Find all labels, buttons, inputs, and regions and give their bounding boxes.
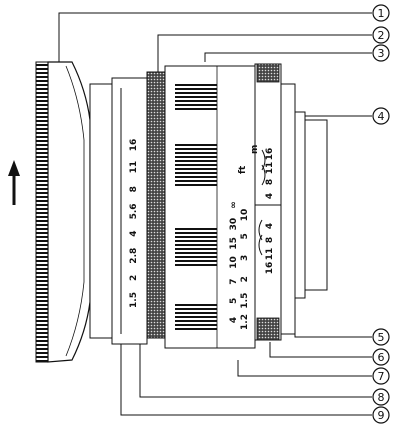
dof-upper-value: 11 <box>265 162 275 175</box>
callout-number: 7 <box>378 370 385 383</box>
aperture-value: 11 <box>129 161 139 174</box>
leader-1 <box>58 12 372 62</box>
up-arrow-icon <box>8 160 20 205</box>
callout-number: 2 <box>378 29 385 42</box>
callout-7: 7 <box>372 367 390 385</box>
grip-pad <box>175 302 217 332</box>
callout-number: 5 <box>378 331 385 344</box>
distance-m-value: 2 <box>240 276 250 282</box>
leader-8 <box>139 338 372 398</box>
grip-pad <box>175 142 217 188</box>
callout-9: 9 <box>372 406 390 424</box>
rear-mount <box>280 83 328 335</box>
distance-ft-value: 15 <box>229 237 239 250</box>
dof-lower-value: 4 <box>265 223 275 229</box>
aperture-value: 1.5 <box>129 292 139 308</box>
callout-6: 6 <box>372 348 390 366</box>
distance-ft-value: 10 <box>229 256 239 269</box>
distance-m-value: 10 <box>240 209 250 222</box>
distance-ft-value: 5 <box>229 298 239 304</box>
leader-3 <box>204 52 372 62</box>
dof-upper-value: 4 <box>265 193 275 199</box>
distance-m-value: 3 <box>240 255 250 261</box>
dof-knurl-bottom <box>256 317 280 341</box>
distance-m-value: 1.5 <box>240 293 250 309</box>
dof-lower-value: 11 <box>265 248 275 261</box>
leader-2 <box>157 34 372 72</box>
leader-5 <box>294 320 372 338</box>
distance-ft-value: 4 <box>229 317 239 323</box>
distance-ft-value: 30 <box>229 218 239 231</box>
unit-m-label: m <box>250 145 260 154</box>
aperture-value: 16 <box>129 139 139 152</box>
dof-scale-ring <box>254 63 282 341</box>
leader-lines <box>58 12 372 416</box>
distance-scale-m: 1.2 1.5 2 3 5 10 <box>240 209 250 330</box>
callout-number: 3 <box>378 47 385 60</box>
dof-lower-value: 8 <box>265 237 275 243</box>
leader-7 <box>237 360 372 377</box>
callout-number: 8 <box>378 391 385 404</box>
aperture-value: 2.8 <box>129 248 139 264</box>
callout-2: 2 <box>372 26 390 44</box>
dof-upper-value: 16 <box>265 148 275 161</box>
dof-upper-value: 8 <box>265 179 275 185</box>
distance-ft-value: ∞ <box>229 201 239 209</box>
callout-number: 1 <box>378 7 385 20</box>
distance-m-value: 5 <box>240 233 250 239</box>
aperture-value: 2 <box>129 275 139 281</box>
focusing-ring <box>164 65 256 349</box>
lens-hood <box>35 61 113 363</box>
callout-number: 6 <box>378 351 385 364</box>
callout-4: 4 <box>372 107 390 125</box>
grip-pad <box>175 226 217 268</box>
distance-scale-ft: 4 5 7 10 15 30 ∞ <box>229 201 239 323</box>
leader-6 <box>269 342 372 358</box>
callout-markers: 1 2 3 4 5 6 7 8 9 <box>372 4 390 424</box>
aperture-value: 4 <box>129 230 139 236</box>
dof-indicator-lines <box>255 149 281 256</box>
unit-ft-label: ft <box>238 165 248 174</box>
aperture-knurl-band <box>146 71 166 339</box>
aperture-ring <box>111 77 148 345</box>
distance-ft-value: 7 <box>229 279 239 285</box>
dof-lower-value: 16 <box>265 262 275 275</box>
callout-8: 8 <box>372 388 390 406</box>
callout-5: 5 <box>372 328 390 346</box>
callout-number: 9 <box>378 409 385 422</box>
callout-3: 3 <box>372 44 390 62</box>
distance-m-value: 1.2 <box>240 314 250 330</box>
aperture-scale: 1.5 2 2.8 4 5.6 8 11 16 <box>129 139 139 308</box>
aperture-value: 5.6 <box>129 203 139 219</box>
grip-pad <box>175 82 217 110</box>
callout-number: 4 <box>378 110 385 123</box>
aperture-value: 8 <box>129 186 139 192</box>
dof-knurl-top <box>256 63 280 83</box>
callout-1: 1 <box>372 4 390 22</box>
